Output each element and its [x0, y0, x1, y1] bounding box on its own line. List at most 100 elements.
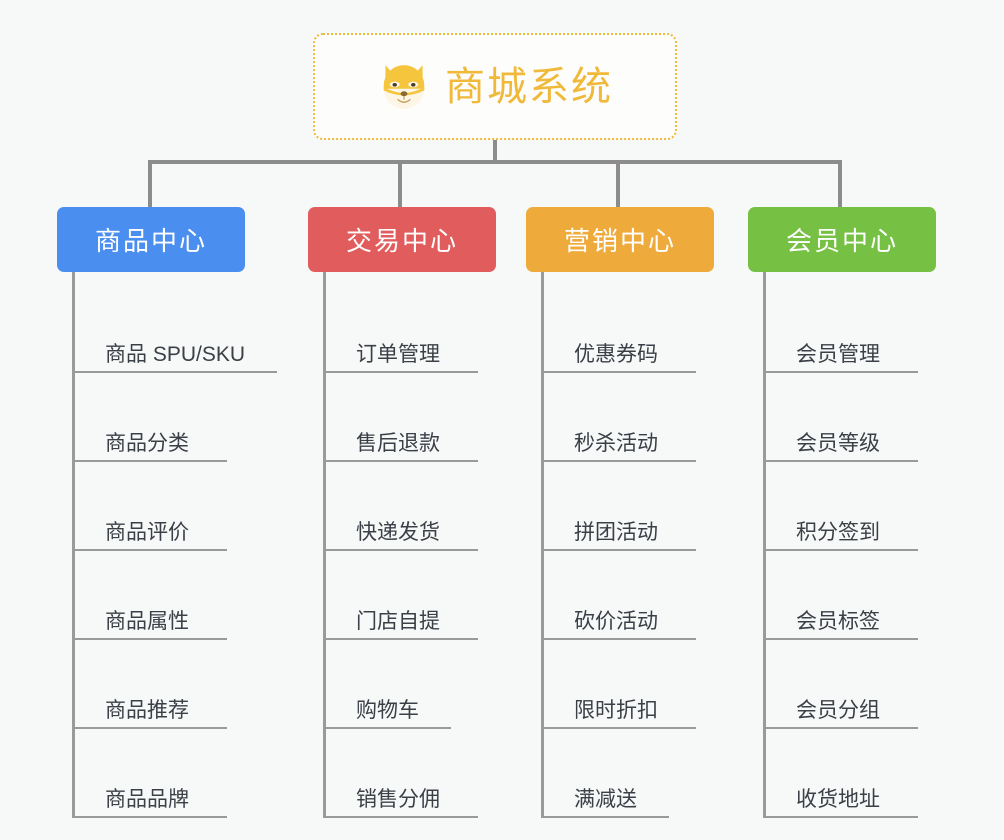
leaf-label: 商品品牌 — [105, 787, 189, 811]
list-item[interactable]: 会员标签 — [748, 551, 936, 640]
leaf-underline — [72, 638, 227, 640]
leaf-underline — [763, 549, 918, 551]
list-item[interactable]: 商品推荐 — [57, 640, 245, 729]
leaf-label: 满减送 — [574, 787, 637, 811]
leaf-label: 商品属性 — [105, 609, 189, 633]
leaf-underline — [72, 549, 227, 551]
connector-drop-member-center — [838, 160, 842, 207]
column-member-center: 会员中心 会员管理 会员等级 积分签到 会员标签 会员分组 — [748, 207, 936, 818]
list-item[interactable]: 订单管理 — [308, 284, 496, 373]
leaf-spine — [72, 272, 75, 818]
leaf-list-member-center: 会员管理 会员等级 积分签到 会员标签 会员分组 收货地址 — [748, 272, 936, 818]
category-label-trade-center: 交易中心 — [345, 226, 458, 256]
leaf-label: 会员等级 — [796, 431, 880, 455]
list-item[interactable]: 商品 SPU/SKU — [57, 284, 277, 373]
list-item[interactable]: 商品属性 — [57, 551, 245, 640]
leaf-label: 购物车 — [356, 698, 419, 722]
leaf-spine — [763, 272, 766, 818]
leaf-spine — [323, 272, 326, 818]
list-item[interactable]: 会员等级 — [748, 373, 936, 462]
list-item[interactable]: 商品评价 — [57, 462, 245, 551]
leaf-underline — [323, 727, 451, 729]
category-box-marketing-center[interactable]: 营销中心 — [526, 207, 714, 272]
category-box-product-center[interactable]: 商品中心 — [57, 207, 245, 272]
connector-drop-product-center — [148, 160, 152, 207]
leaf-underline — [541, 727, 696, 729]
leaf-label: 商品分类 — [105, 431, 189, 455]
connector-root-stem — [493, 140, 497, 164]
root-node-label: 商城系统 — [445, 64, 613, 109]
column-product-center: 商品中心 商品 SPU/SKU 商品分类 商品评价 商品属性 商品推荐 — [57, 207, 277, 818]
leaf-underline — [323, 638, 478, 640]
leaf-label: 销售分佣 — [356, 787, 440, 811]
list-item[interactable]: 快递发货 — [308, 462, 496, 551]
list-item[interactable]: 会员分组 — [748, 640, 936, 729]
leaf-underline — [541, 460, 696, 462]
leaf-label: 门店自提 — [356, 609, 440, 633]
leaf-underline — [323, 371, 478, 373]
leaf-underline — [541, 371, 696, 373]
leaf-label: 会员分组 — [796, 698, 880, 722]
list-item[interactable]: 满减送 — [526, 729, 714, 818]
list-item[interactable]: 积分签到 — [748, 462, 936, 551]
leaf-underline — [72, 727, 227, 729]
category-box-trade-center[interactable]: 交易中心 — [308, 207, 496, 272]
leaf-underline — [323, 460, 478, 462]
leaf-label: 收货地址 — [796, 787, 880, 811]
list-item[interactable]: 拼团活动 — [526, 462, 714, 551]
leaf-underline — [541, 638, 696, 640]
leaf-label: 限时折扣 — [574, 698, 658, 722]
leaf-label: 售后退款 — [356, 431, 440, 455]
list-item[interactable]: 销售分佣 — [308, 729, 496, 818]
list-item[interactable]: 商品分类 — [57, 373, 245, 462]
leaf-underline — [72, 371, 277, 373]
connector-drop-trade-center — [398, 160, 402, 207]
leaf-underline — [763, 371, 918, 373]
leaf-label: 商品推荐 — [105, 698, 189, 722]
leaf-underline — [763, 727, 918, 729]
leaf-label: 秒杀活动 — [574, 431, 658, 455]
list-item[interactable]: 限时折扣 — [526, 640, 714, 729]
leaf-label: 商品评价 — [105, 520, 189, 544]
leaf-underline — [541, 816, 669, 818]
leaf-label: 砍价活动 — [574, 609, 658, 633]
list-item[interactable]: 收货地址 — [748, 729, 936, 818]
leaf-label: 商品 SPU/SKU — [105, 342, 246, 366]
leaf-label: 积分签到 — [796, 520, 880, 544]
leaf-underline — [763, 816, 918, 818]
connector-drop-marketing-center — [616, 160, 620, 207]
list-item[interactable]: 商品品牌 — [57, 729, 245, 818]
list-item[interactable]: 会员管理 — [748, 284, 936, 373]
leaf-label: 拼团活动 — [574, 520, 658, 544]
leaf-label: 优惠券码 — [574, 342, 658, 366]
leaf-underline — [763, 460, 918, 462]
root-node-mall-system[interactable]: 商城系统 — [313, 33, 677, 140]
leaf-underline — [763, 638, 918, 640]
leaf-underline — [72, 816, 227, 818]
leaf-underline — [323, 816, 478, 818]
connector-horizontal-bus — [148, 160, 842, 164]
leaf-label: 会员管理 — [796, 342, 880, 366]
leaf-label: 会员标签 — [796, 609, 880, 633]
leaf-label: 订单管理 — [356, 342, 440, 366]
category-box-member-center[interactable]: 会员中心 — [748, 207, 936, 272]
leaf-underline — [323, 549, 478, 551]
column-trade-center: 交易中心 订单管理 售后退款 快递发货 门店自提 购物车 — [308, 207, 496, 818]
shiba-dog-face-icon — [383, 64, 425, 109]
leaf-label: 快递发货 — [356, 520, 440, 544]
column-marketing-center: 营销中心 优惠券码 秒杀活动 拼团活动 砍价活动 限时折扣 — [526, 207, 714, 818]
leaf-list-product-center: 商品 SPU/SKU 商品分类 商品评价 商品属性 商品推荐 商品品牌 — [57, 272, 277, 818]
leaf-underline — [72, 460, 227, 462]
leaf-list-trade-center: 订单管理 售后退款 快递发货 门店自提 购物车 销售分佣 — [308, 272, 496, 818]
list-item[interactable]: 售后退款 — [308, 373, 496, 462]
leaf-spine — [541, 272, 544, 818]
category-label-product-center: 商品中心 — [94, 226, 207, 256]
list-item[interactable]: 秒杀活动 — [526, 373, 714, 462]
list-item[interactable]: 购物车 — [308, 640, 496, 729]
list-item[interactable]: 门店自提 — [308, 551, 496, 640]
category-label-member-center: 会员中心 — [785, 226, 898, 256]
category-label-marketing-center: 营销中心 — [563, 226, 676, 256]
list-item[interactable]: 砍价活动 — [526, 551, 714, 640]
list-item[interactable]: 优惠券码 — [526, 284, 714, 373]
